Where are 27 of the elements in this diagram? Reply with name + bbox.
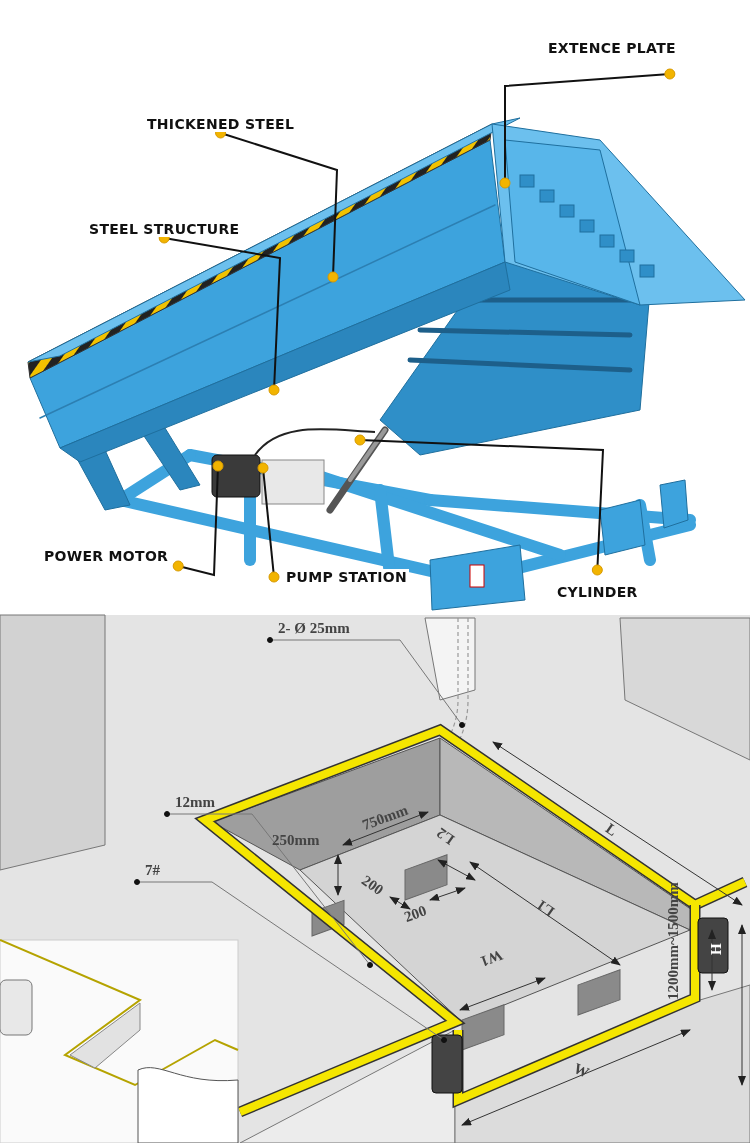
part-label: CYLINDER xyxy=(555,584,640,600)
part-label: THICKENED STEEL xyxy=(145,116,297,132)
part-label: EXTENCE PLATE xyxy=(546,40,678,56)
dimension-label: L2 xyxy=(433,824,458,848)
leader-line xyxy=(499,68,676,189)
dimension-label: 12mm xyxy=(175,794,215,811)
dimension-label: W1 xyxy=(478,946,505,970)
leader-line xyxy=(354,434,605,576)
dimension-label: 200 xyxy=(358,872,387,899)
dimension-label: W xyxy=(570,1060,592,1082)
part-label: STEEL STRUCTURE xyxy=(87,221,242,237)
part-label: PUMP STATION xyxy=(284,569,409,585)
dimension-label: 250mm xyxy=(272,832,320,849)
dimension-label: 7# xyxy=(145,862,160,879)
dimension-label: L1 xyxy=(533,896,558,920)
dimension-label: H xyxy=(708,943,725,955)
part-label: POWER MOTOR xyxy=(42,548,171,564)
dimension-label: 750mm xyxy=(360,801,411,834)
dimension-label: L xyxy=(602,820,621,840)
leader-line xyxy=(164,811,373,968)
leader-line xyxy=(267,637,465,728)
leader-line xyxy=(134,879,447,1043)
dimension-label: 1200mm~1500mm xyxy=(665,882,682,1000)
dimension-label: 200 xyxy=(402,902,429,926)
leader-line xyxy=(172,460,224,577)
dimension-label: 2- Ø 25mm xyxy=(278,620,350,637)
leader-line xyxy=(257,462,280,583)
